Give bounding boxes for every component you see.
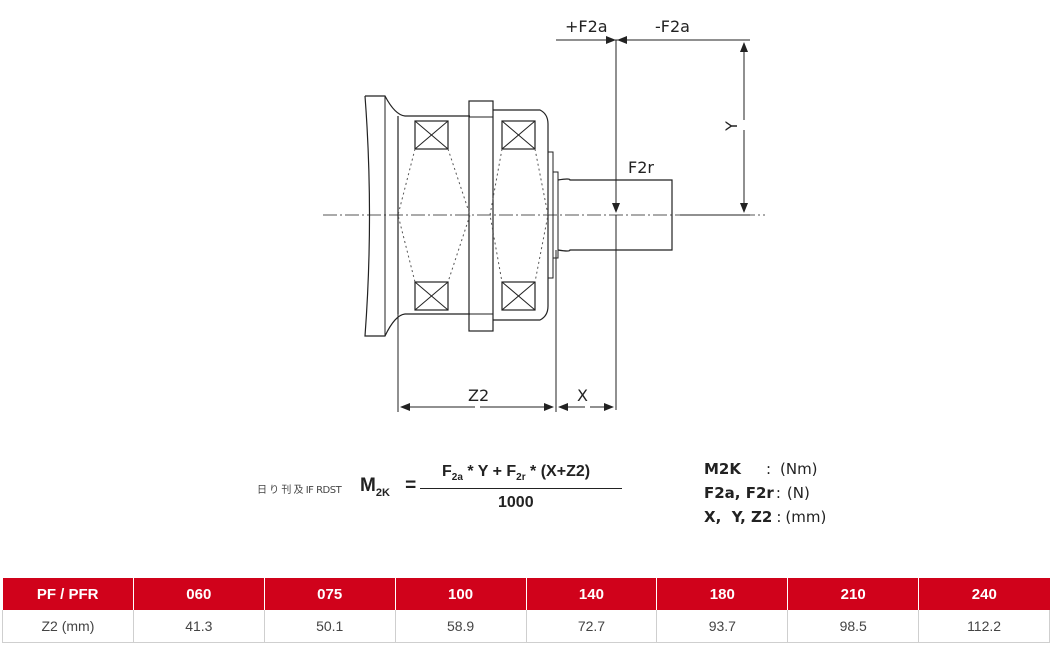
table-cell: 98.5: [787, 610, 920, 643]
formula-m-sub: 2K: [375, 486, 390, 499]
bearing-top-left: [414, 120, 449, 150]
table-header-row: PF / PFR 060 075 100 140 180 210 240: [2, 578, 1050, 610]
bearing-top-right: [501, 120, 536, 150]
unit-value: (Nm): [780, 460, 818, 478]
output-shaft: [557, 178, 673, 252]
table-cell: 72.7: [526, 610, 658, 643]
unit-sep: :: [775, 484, 781, 502]
header-cell: 140: [526, 578, 658, 610]
header-cell: 075: [264, 578, 396, 610]
unit-value: (N): [786, 484, 810, 502]
unit-name: F2a, F2r: [704, 484, 774, 502]
num-f1: F: [442, 463, 452, 480]
units-legend: M2K:(Nm) F2a, F2r:(N) X, Y, Z2:(mm): [704, 457, 826, 529]
num-f2: F: [506, 463, 517, 480]
header-cell: 180: [656, 578, 789, 610]
header-cell: 100: [395, 578, 527, 610]
label-plus-f2a: +F2a: [565, 17, 608, 36]
unit-row-f2a: F2a, F2r: (N): [704, 481, 826, 505]
table-cell: 93.7: [656, 610, 789, 643]
table-cell: 112.2: [918, 610, 1050, 643]
table-cell: 50.1: [264, 610, 396, 643]
formula-lhs: M2K =: [360, 475, 416, 499]
unit-row-m2k: M2K: (Nm): [704, 457, 826, 481]
header-cell: 240: [918, 578, 1050, 610]
z2-dimension-table: PF / PFR 060 075 100 140 180 210 240 Z2 …: [2, 578, 1050, 643]
table-cell: Z2 (mm): [2, 610, 134, 643]
label-minus-f2a: -F2a: [655, 17, 690, 36]
bearing-load-lines: [397, 148, 549, 283]
label-y: Y: [722, 121, 741, 132]
unit-name: X, Y, Z2: [704, 508, 773, 526]
header-cell: 060: [133, 578, 265, 610]
bearing-bottom-right: [501, 281, 536, 311]
header-cell: 210: [787, 578, 920, 610]
formula-equals: =: [405, 475, 417, 496]
bearing-bottom-left: [414, 281, 449, 311]
num-part1: * Y +: [467, 463, 507, 480]
shaft-load-diagram: +F2a -F2a Y F2r Z2 X: [323, 17, 765, 412]
label-f2r: F2r: [628, 158, 654, 177]
unit-name: M2K: [704, 460, 741, 478]
table-cell: 41.3: [133, 610, 265, 643]
label-x: X: [577, 386, 588, 405]
num-part2: * (X+Z2): [530, 463, 591, 480]
unit-value: (mm): [785, 508, 827, 526]
num-f1-sub: 2a: [451, 472, 463, 484]
unit-sep: :: [766, 460, 772, 478]
label-z2: Z2: [468, 386, 489, 405]
formula-numerator: F2a * Y + F2r * (X+Z2): [442, 463, 590, 483]
num-f2-sub: 2r: [516, 472, 526, 484]
unit-row-xyz: X, Y, Z2:(mm): [704, 505, 826, 529]
table-row: Z2 (mm) 41.3 50.1 58.9 72.7 93.7 98.5 11…: [2, 610, 1050, 643]
table-cell: 58.9: [395, 610, 527, 643]
unit-sep: :: [776, 508, 782, 526]
fraction-bar: [420, 488, 622, 489]
formula-denominator: 1000: [498, 494, 534, 511]
garbled-prefix-text: 日 り 刊 及 IF RDST: [257, 485, 342, 496]
flange: [468, 100, 494, 332]
header-cell: PF / PFR: [2, 578, 134, 610]
formula-m: M: [360, 475, 376, 496]
